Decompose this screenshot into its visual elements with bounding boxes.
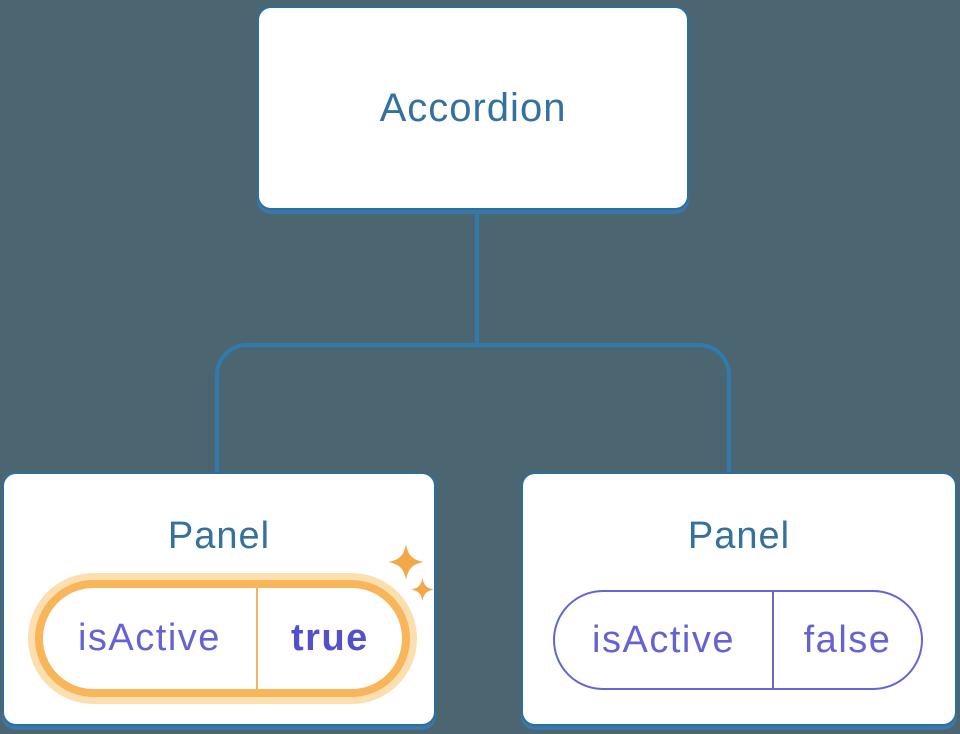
sparkles-icon: [388, 544, 434, 601]
state-key: isActive: [555, 592, 775, 688]
panel-node-active-label: Panel: [167, 515, 271, 557]
connector-branch: [215, 343, 731, 472]
panel-node-inactive-label: Panel: [687, 515, 791, 557]
accordion-node: Accordion: [257, 6, 689, 210]
state-value: true: [291, 617, 369, 659]
state-pill-inactive: isActive false: [553, 590, 923, 690]
connector-stem: [475, 210, 479, 345]
state-key: isActive: [43, 588, 258, 689]
state-value: false: [803, 618, 892, 661]
state-pill-active: isActive true: [35, 580, 410, 697]
accordion-node-label: Accordion: [379, 85, 567, 130]
